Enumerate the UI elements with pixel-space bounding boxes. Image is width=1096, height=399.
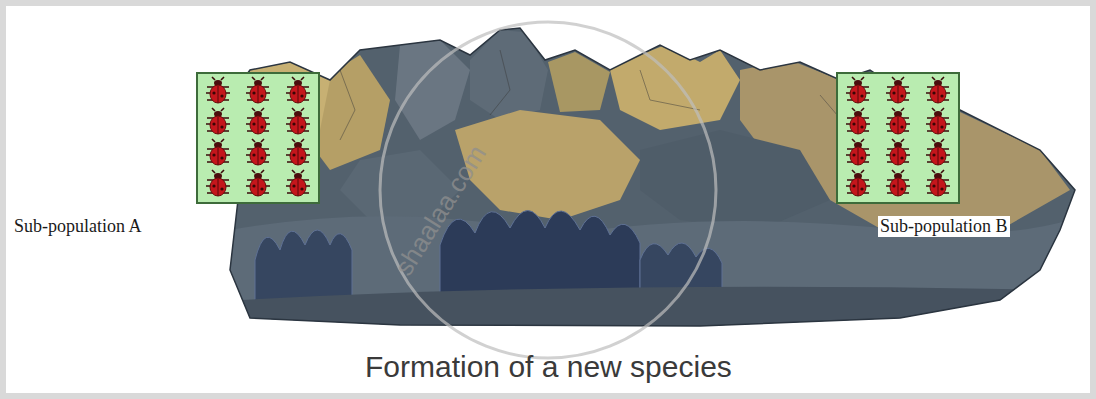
beetle-icon <box>926 77 950 103</box>
beetle-icon <box>926 170 950 196</box>
beetle-icon <box>206 139 230 165</box>
beetle-icon <box>246 108 270 134</box>
beetle-icon <box>246 170 270 196</box>
beetle-icon <box>846 139 870 165</box>
habitat-square <box>196 72 320 204</box>
beetle-icon <box>846 77 870 103</box>
habitat-square <box>836 72 960 204</box>
beetle-grid <box>198 74 318 202</box>
population-label: Sub-population A <box>12 216 144 237</box>
beetle-icon <box>206 108 230 134</box>
beetle-icon <box>886 108 910 134</box>
beetle-icon <box>846 108 870 134</box>
population-box: Sub-population A <box>10 72 322 242</box>
beetle-icon <box>886 77 910 103</box>
beetle-icon <box>286 108 310 134</box>
beetle-icon <box>286 139 310 165</box>
beetle-icon <box>246 139 270 165</box>
figure-caption: Formation of a new species <box>365 350 732 384</box>
population-label: Sub-population B <box>878 216 1010 237</box>
beetle-icon <box>926 139 950 165</box>
beetle-grid <box>838 74 958 202</box>
beetle-icon <box>886 170 910 196</box>
beetle-icon <box>206 77 230 103</box>
beetle-icon <box>886 139 910 165</box>
beetle-icon <box>286 170 310 196</box>
beetle-icon <box>206 170 230 196</box>
beetle-icon <box>246 77 270 103</box>
beetle-icon <box>286 77 310 103</box>
beetle-icon <box>846 170 870 196</box>
beetle-icon <box>926 108 950 134</box>
population-box: Sub-population B <box>834 72 1088 242</box>
